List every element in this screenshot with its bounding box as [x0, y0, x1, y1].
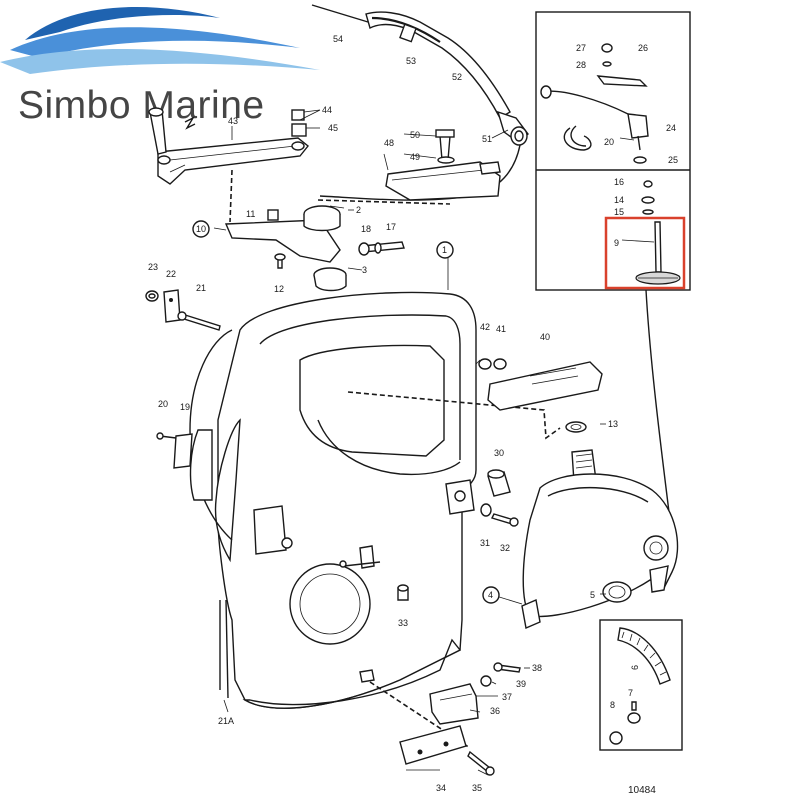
- part-label-50: 50: [410, 130, 420, 140]
- part-label-14: 14: [614, 195, 624, 205]
- part-label-49: 49: [410, 152, 420, 162]
- fastener-33: [397, 584, 409, 601]
- part-label-9: 9: [614, 238, 619, 248]
- part-label-34: 34: [436, 783, 446, 793]
- side-plate-set: [156, 432, 193, 469]
- drawing-number: 10484: [628, 785, 656, 796]
- part-label-12: 12: [274, 284, 284, 294]
- part-label-20: 20: [158, 399, 168, 409]
- part-label-22: 22: [166, 269, 176, 279]
- part-label-17: 17: [386, 222, 396, 232]
- part-label-10: 10: [196, 224, 206, 234]
- part-label-4: 4: [488, 590, 493, 600]
- part-label-53: 53: [406, 56, 416, 66]
- part-label-43: 43: [228, 116, 238, 126]
- bolt-plate-set: [145, 289, 221, 331]
- part-labels: 54 53 52 51 50 49 48 44 45 43 2 11 10 18…: [148, 34, 678, 796]
- part-label-38: 38: [532, 663, 542, 673]
- part-label-25: 25: [668, 155, 678, 165]
- part-label-16: 16: [614, 177, 624, 187]
- part-label-8: 8: [610, 700, 615, 710]
- part-label-13: 13: [608, 419, 618, 429]
- part-label-18: 18: [361, 224, 371, 234]
- pin-set: [480, 469, 519, 527]
- logo-wave-mid: [10, 27, 300, 58]
- part-label-21a: 21A: [218, 716, 234, 726]
- part-label-28: 28: [576, 60, 586, 70]
- part-label-5: 5: [590, 590, 595, 600]
- part-label-48: 48: [384, 138, 394, 148]
- circled-callouts: [192, 220, 500, 604]
- part-label-3: 3: [362, 265, 367, 275]
- part-label-31: 31: [480, 538, 490, 548]
- part-label-40: 40: [540, 332, 550, 342]
- part-label-24: 24: [666, 123, 676, 133]
- part-label-15: 15: [614, 207, 624, 217]
- detail-inset-bottom: [599, 619, 683, 751]
- lever-arm-assembly: [224, 205, 405, 292]
- bracket-assembly: [385, 129, 501, 201]
- part-label-42: 42: [480, 322, 490, 332]
- leader-lines: [213, 109, 655, 776]
- lower-bracket-set: [399, 662, 521, 776]
- part-label-11: 11: [246, 209, 255, 219]
- detail-inset-top: [535, 11, 691, 291]
- part-label-32: 32: [500, 543, 510, 553]
- part-label-36: 36: [490, 706, 500, 716]
- cable-tube-assembly: [311, 4, 529, 201]
- main-housing: [189, 291, 477, 709]
- part-label-21: 21: [196, 283, 206, 293]
- gear-housing: [521, 449, 679, 629]
- part-label-7: 7: [628, 688, 633, 698]
- logo-wave-dark: [25, 7, 220, 40]
- part-label-27: 27: [576, 43, 586, 53]
- part-label-33: 33: [398, 618, 408, 628]
- part-label-6: 6: [630, 665, 640, 670]
- brand-logo: Simbo Marine: [0, 7, 320, 127]
- part-label-54: 54: [333, 34, 343, 44]
- top-cover-set: [478, 358, 603, 433]
- part-label-2: 2: [356, 205, 361, 215]
- part-label-41: 41: [496, 324, 506, 334]
- logo-wave-light: [0, 48, 320, 74]
- part-label-30: 30: [494, 448, 504, 458]
- part-label-23: 23: [148, 262, 158, 272]
- brand-name: Simbo Marine: [18, 84, 265, 127]
- linkage-bar-assembly: [148, 107, 321, 223]
- part-label-51: 51: [482, 134, 492, 144]
- part-label-39: 39: [516, 679, 526, 689]
- part-label-44: 44: [322, 105, 332, 115]
- part-label-45: 45: [328, 123, 338, 133]
- part-label-35: 35: [472, 783, 482, 793]
- part-label-52: 52: [452, 72, 462, 82]
- part-label-20b: 20: [604, 137, 614, 147]
- part-label-37: 37: [502, 692, 512, 702]
- part-label-1: 1: [442, 245, 447, 255]
- part-label-26: 26: [638, 43, 648, 53]
- highlight-frame: [604, 216, 686, 290]
- part-label-19: 19: [180, 402, 190, 412]
